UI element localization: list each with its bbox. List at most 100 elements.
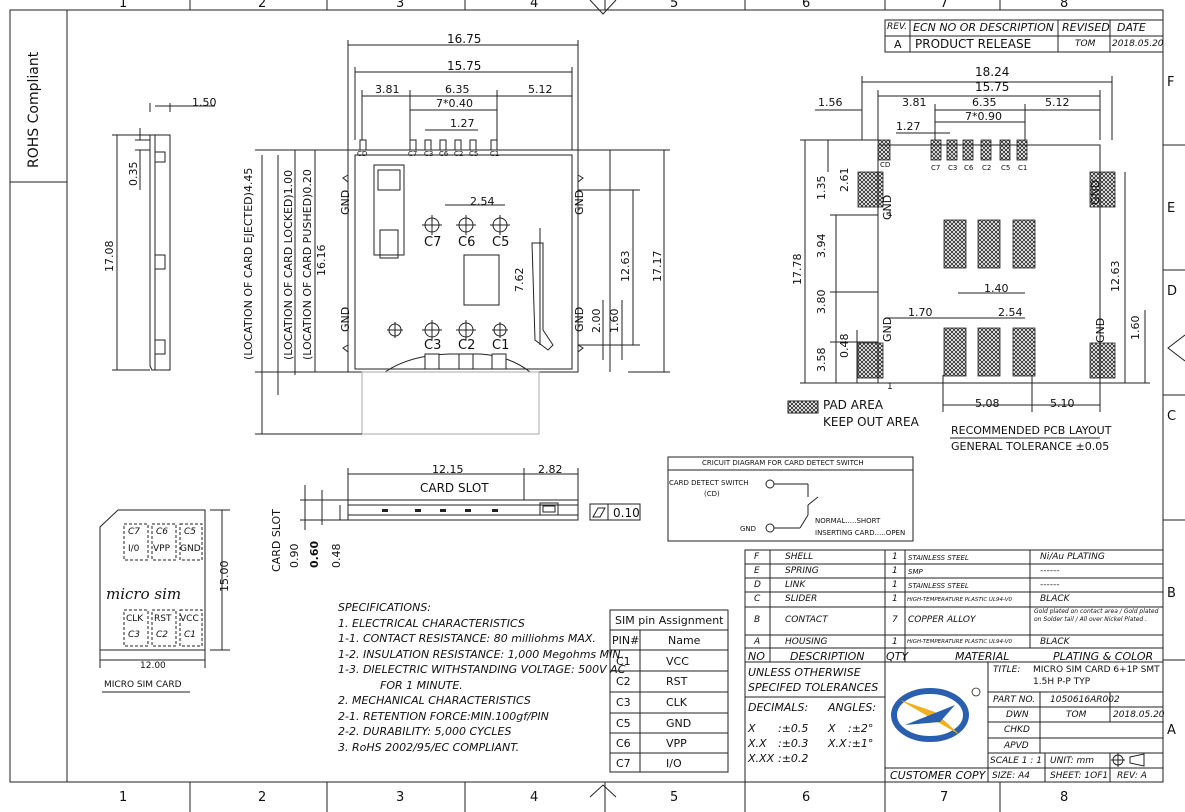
tb-dwn-label: DWN bbox=[1006, 710, 1029, 720]
spec-line: 2. MECHANICAL CHARACTERISTICS bbox=[338, 694, 531, 707]
rev-by: TOM bbox=[1075, 39, 1096, 49]
legend-pad-area: PAD AREA bbox=[823, 398, 884, 412]
front-pin-c1: C1 bbox=[490, 150, 500, 158]
front-dim-127: 1.27 bbox=[450, 117, 475, 130]
pcb-dim-380: 3.80 bbox=[815, 289, 828, 315]
bom-no: D bbox=[754, 580, 761, 590]
side-dim-top: 1.50 bbox=[192, 96, 217, 109]
bom-header-qty: QTY bbox=[886, 650, 909, 663]
front-contact-c7: C7 bbox=[424, 235, 442, 250]
rev-value: A bbox=[894, 38, 902, 51]
bom-no: A bbox=[754, 637, 761, 647]
tb-tol: X.X bbox=[748, 737, 767, 750]
bom-no: B bbox=[754, 615, 761, 625]
tb-part-no: 1050616AR002 bbox=[1050, 695, 1120, 705]
pcb-tolerance: GENERAL TOLERANCE ±0.05 bbox=[951, 440, 1110, 453]
pcb-pin-c1: C1 bbox=[1018, 164, 1028, 172]
circuit-gnd: GND bbox=[740, 525, 757, 533]
zone-bottom-4: 4 bbox=[530, 790, 539, 805]
zone-bottom-5: 5 bbox=[670, 790, 679, 805]
bom-desc: CONTACT bbox=[785, 615, 828, 625]
slot-vlabel: CARD SLOT bbox=[270, 509, 283, 572]
slot-dim-282: 2.82 bbox=[538, 463, 563, 476]
pcb-pad-1a: 1 bbox=[887, 209, 893, 219]
bom-desc: SLIDER bbox=[785, 594, 818, 604]
front-dim-512: 5.12 bbox=[528, 83, 553, 96]
tb-title-2: 1.5H P-P TYP bbox=[1033, 677, 1091, 687]
pcb-dim-7x090: 7*0.90 bbox=[965, 110, 1002, 123]
tb-tol: :±2° bbox=[848, 722, 874, 735]
spec-line: 1-2. INSULATION RESISTANCE: 1,000 Megohm… bbox=[338, 647, 625, 661]
company-logo bbox=[891, 687, 981, 742]
sim-c5: C5 bbox=[184, 527, 197, 537]
pin-row-pin: C1 bbox=[616, 655, 631, 668]
slot-flatness: 0.10 bbox=[613, 506, 640, 520]
tb-unless: UNLESS OTHERWISE bbox=[748, 666, 861, 679]
front-contact-c1: C1 bbox=[492, 338, 510, 353]
front-contact-c2: C2 bbox=[458, 338, 476, 353]
specifications: SPECIFICATIONS: 1. ELECTRICAL CHARACTERI… bbox=[338, 600, 625, 755]
rev-description: PRODUCT RELEASE bbox=[915, 37, 1032, 51]
sim-c2: C2 bbox=[156, 630, 169, 640]
bom-material: STAINLESS STEEL bbox=[908, 582, 969, 590]
rev-date: 2018.05.20 bbox=[1112, 39, 1164, 49]
bom-desc: LINK bbox=[785, 580, 806, 590]
front-pin-c5: C5 bbox=[469, 150, 479, 158]
pcb-pin-c7: C7 bbox=[931, 164, 941, 172]
sim-caption: MICRO SIM CARD bbox=[104, 680, 182, 690]
front-dim-381: 3.81 bbox=[375, 83, 400, 96]
pcb-dim-127: 1.27 bbox=[896, 120, 921, 133]
spec-line: 2-2. DURABILITY: 5,000 CYCLES bbox=[338, 725, 512, 738]
circuit-cd-abbr: (CD) bbox=[704, 490, 720, 498]
slot-dim-048: 0.48 bbox=[330, 543, 343, 569]
pin-row-name: VCC bbox=[666, 655, 689, 668]
bom-material: HIGH-TEMPERATURE PLASTIC UL94-V0 bbox=[907, 597, 1013, 603]
pcb-pin-cd: CD bbox=[880, 161, 891, 169]
front-dim-7x040: 7*0.40 bbox=[436, 97, 473, 110]
pcb-pin-c2: C2 bbox=[982, 164, 992, 172]
pcb-width-1824: 18.24 bbox=[975, 65, 1010, 79]
zone-right-e: E bbox=[1167, 201, 1176, 216]
pcb-width-1575: 15.75 bbox=[975, 80, 1010, 94]
tb-tol: :±1° bbox=[848, 737, 874, 750]
tb-size: SIZE: A4 bbox=[992, 771, 1030, 781]
pcb-dim-1263: 12.63 bbox=[1109, 260, 1122, 293]
front-contact-c5: C5 bbox=[492, 235, 510, 250]
pcb-dim-512: 5.12 bbox=[1045, 96, 1070, 109]
circuit-cd-label: CARD DETECT SWITCH bbox=[669, 479, 749, 487]
slot-dim-090: 0.90 bbox=[288, 543, 301, 569]
bom-desc: HOUSING bbox=[785, 637, 828, 647]
zone-right-a: A bbox=[1167, 723, 1176, 738]
pin-row-name: CLK bbox=[666, 696, 688, 709]
spec-line: 1-3. DIELECTRIC WITHSTANDING VOLTAGE: 50… bbox=[338, 663, 626, 676]
front-pitch: 2.54 bbox=[470, 195, 495, 208]
bom-material: STAINLESS STEEL bbox=[908, 554, 969, 562]
rev-header-date: DATE bbox=[1117, 21, 1146, 34]
bom-qty: 1 bbox=[892, 594, 898, 604]
tb-tol: X bbox=[828, 722, 836, 735]
circuit-note-normal: NORMAL.....SHORT bbox=[815, 517, 881, 525]
front-width-1675: 16.75 bbox=[447, 32, 482, 46]
pcb-dim-140: 1.40 bbox=[984, 282, 1009, 295]
bom-qty: 1 bbox=[892, 637, 898, 647]
bom-no: C bbox=[754, 594, 761, 604]
pcb-pin-c6: C6 bbox=[964, 164, 974, 172]
front-loc-ejected: (LOCATION OF CARD EJECTED)4.45 bbox=[242, 167, 255, 360]
sim-vpp: VPP bbox=[153, 544, 171, 554]
front-dim-762: 7.62 bbox=[513, 267, 526, 293]
sim-vcc: VCC bbox=[180, 614, 199, 624]
zone-top-8: 8 bbox=[1060, 0, 1069, 11]
pin-row-name: GND bbox=[666, 717, 692, 730]
zone-top-4: 4 bbox=[530, 0, 539, 11]
sim-c7: C7 bbox=[128, 527, 141, 537]
bom-no: E bbox=[754, 566, 760, 576]
sim-io: I/0 bbox=[128, 544, 140, 554]
front-gnd-lt: GND bbox=[339, 189, 352, 215]
bom-material: HIGH-TEMPERATURE PLASTIC UL94-V0 bbox=[907, 639, 1013, 645]
sim-gnd: GND bbox=[180, 544, 201, 554]
tb-angles: ANGLES: bbox=[828, 701, 877, 714]
front-pin-cd: CD bbox=[357, 150, 368, 158]
bom-material: SMP bbox=[908, 568, 923, 576]
front-contact-c3: C3 bbox=[424, 338, 442, 353]
